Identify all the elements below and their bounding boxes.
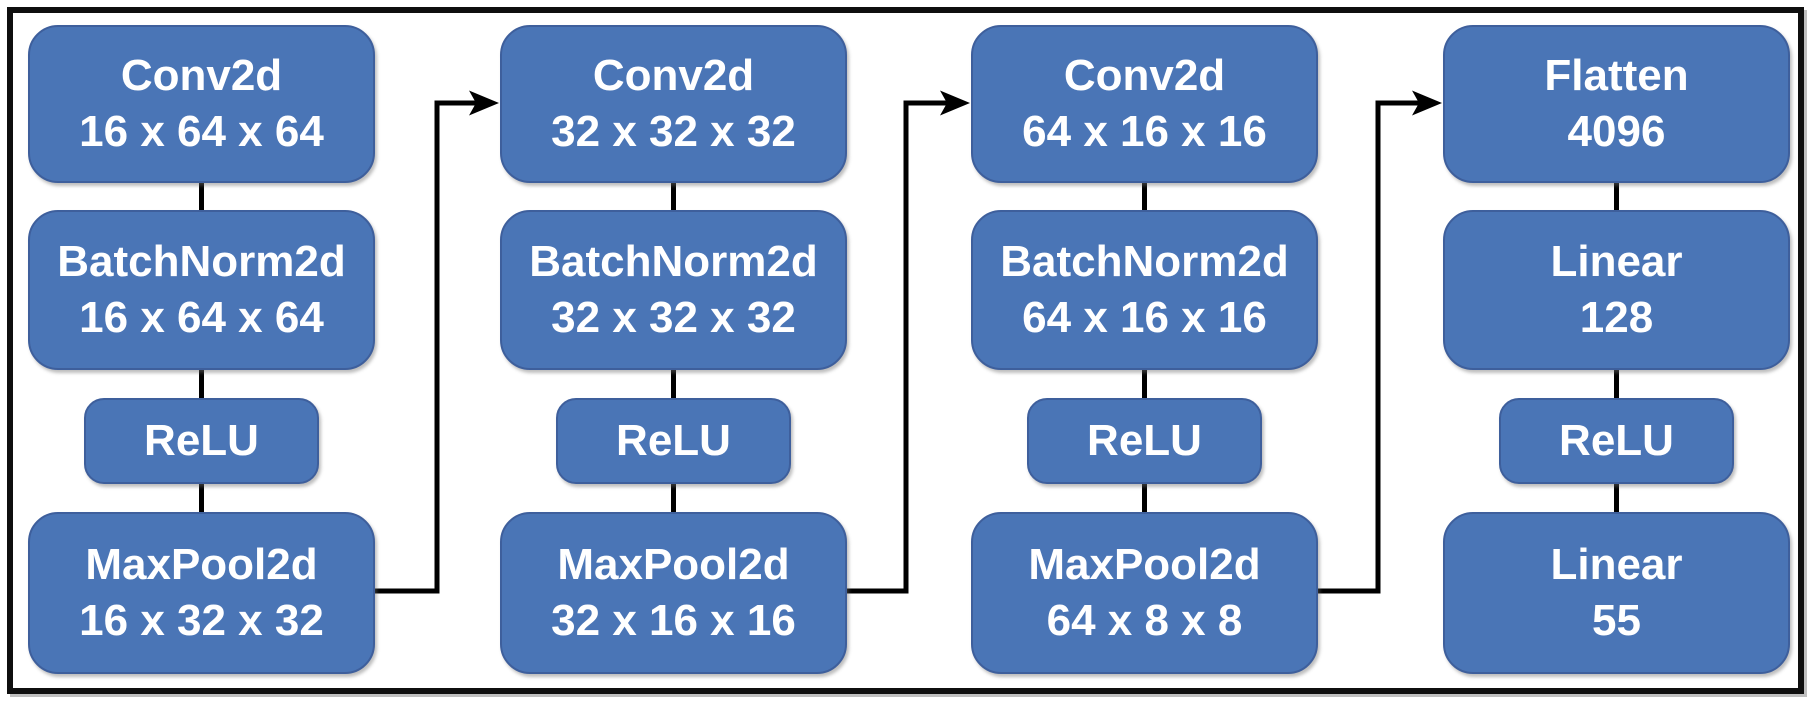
layer-title: MaxPool2d bbox=[1028, 540, 1261, 589]
block-maxpool2d-2: MaxPool2d 32 x 16 x 16 bbox=[500, 512, 847, 674]
block-relu-2: ReLU bbox=[556, 398, 791, 484]
layer-title: Flatten bbox=[1544, 51, 1689, 100]
layer-title: ReLU bbox=[144, 416, 259, 465]
block-relu-3: ReLU bbox=[1027, 398, 1262, 484]
layer-title: Conv2d bbox=[120, 51, 283, 100]
layer-dims: 55 bbox=[1592, 596, 1641, 645]
block-conv2d-1: Conv2d 16 x 64 x 64 bbox=[28, 25, 375, 183]
block-batchnorm2d-1: BatchNorm2d 16 x 64 x 64 bbox=[28, 210, 375, 370]
block-maxpool2d-3: MaxPool2d 64 x 8 x 8 bbox=[971, 512, 1318, 674]
layer-title: BatchNorm2d bbox=[529, 237, 818, 286]
layer-title: MaxPool2d bbox=[85, 540, 318, 589]
layer-title: Linear bbox=[1550, 237, 1683, 286]
layer-dims: 64 x 16 x 16 bbox=[1022, 107, 1267, 156]
block-batchnorm2d-3: BatchNorm2d 64 x 16 x 16 bbox=[971, 210, 1318, 370]
layer-dims: 16 x 64 x 64 bbox=[79, 293, 324, 342]
layer-dims: 128 bbox=[1579, 293, 1654, 342]
layer-title: MaxPool2d bbox=[557, 540, 790, 589]
block-relu-1: ReLU bbox=[84, 398, 319, 484]
layer-dims: 64 x 16 x 16 bbox=[1022, 293, 1267, 342]
layer-title: ReLU bbox=[1087, 416, 1202, 465]
layer-title: ReLU bbox=[1559, 416, 1674, 465]
layer-title: Conv2d bbox=[592, 51, 755, 100]
block-maxpool2d-1: MaxPool2d 16 x 32 x 32 bbox=[28, 512, 375, 674]
layer-dims: 16 x 64 x 64 bbox=[79, 107, 324, 156]
block-flatten: Flatten 4096 bbox=[1443, 25, 1790, 183]
layer-title: BatchNorm2d bbox=[1000, 237, 1289, 286]
layer-title: BatchNorm2d bbox=[57, 237, 346, 286]
outer-border bbox=[7, 7, 1804, 694]
layer-dims: 32 x 16 x 16 bbox=[551, 596, 796, 645]
layer-dims: 4096 bbox=[1567, 107, 1666, 156]
layer-dims: 64 x 8 x 8 bbox=[1046, 596, 1243, 645]
layer-title: ReLU bbox=[616, 416, 731, 465]
block-relu-4: ReLU bbox=[1499, 398, 1734, 484]
block-conv2d-2: Conv2d 32 x 32 x 32 bbox=[500, 25, 847, 183]
block-conv2d-3: Conv2d 64 x 16 x 16 bbox=[971, 25, 1318, 183]
layer-dims: 32 x 32 x 32 bbox=[551, 293, 796, 342]
layer-title: Conv2d bbox=[1063, 51, 1226, 100]
block-linear-128: Linear 128 bbox=[1443, 210, 1790, 370]
block-batchnorm2d-2: BatchNorm2d 32 x 32 x 32 bbox=[500, 210, 847, 370]
block-linear-55: Linear 55 bbox=[1443, 512, 1790, 674]
layer-title: Linear bbox=[1550, 540, 1683, 589]
layer-dims: 16 x 32 x 32 bbox=[79, 596, 324, 645]
layer-dims: 32 x 32 x 32 bbox=[551, 107, 796, 156]
